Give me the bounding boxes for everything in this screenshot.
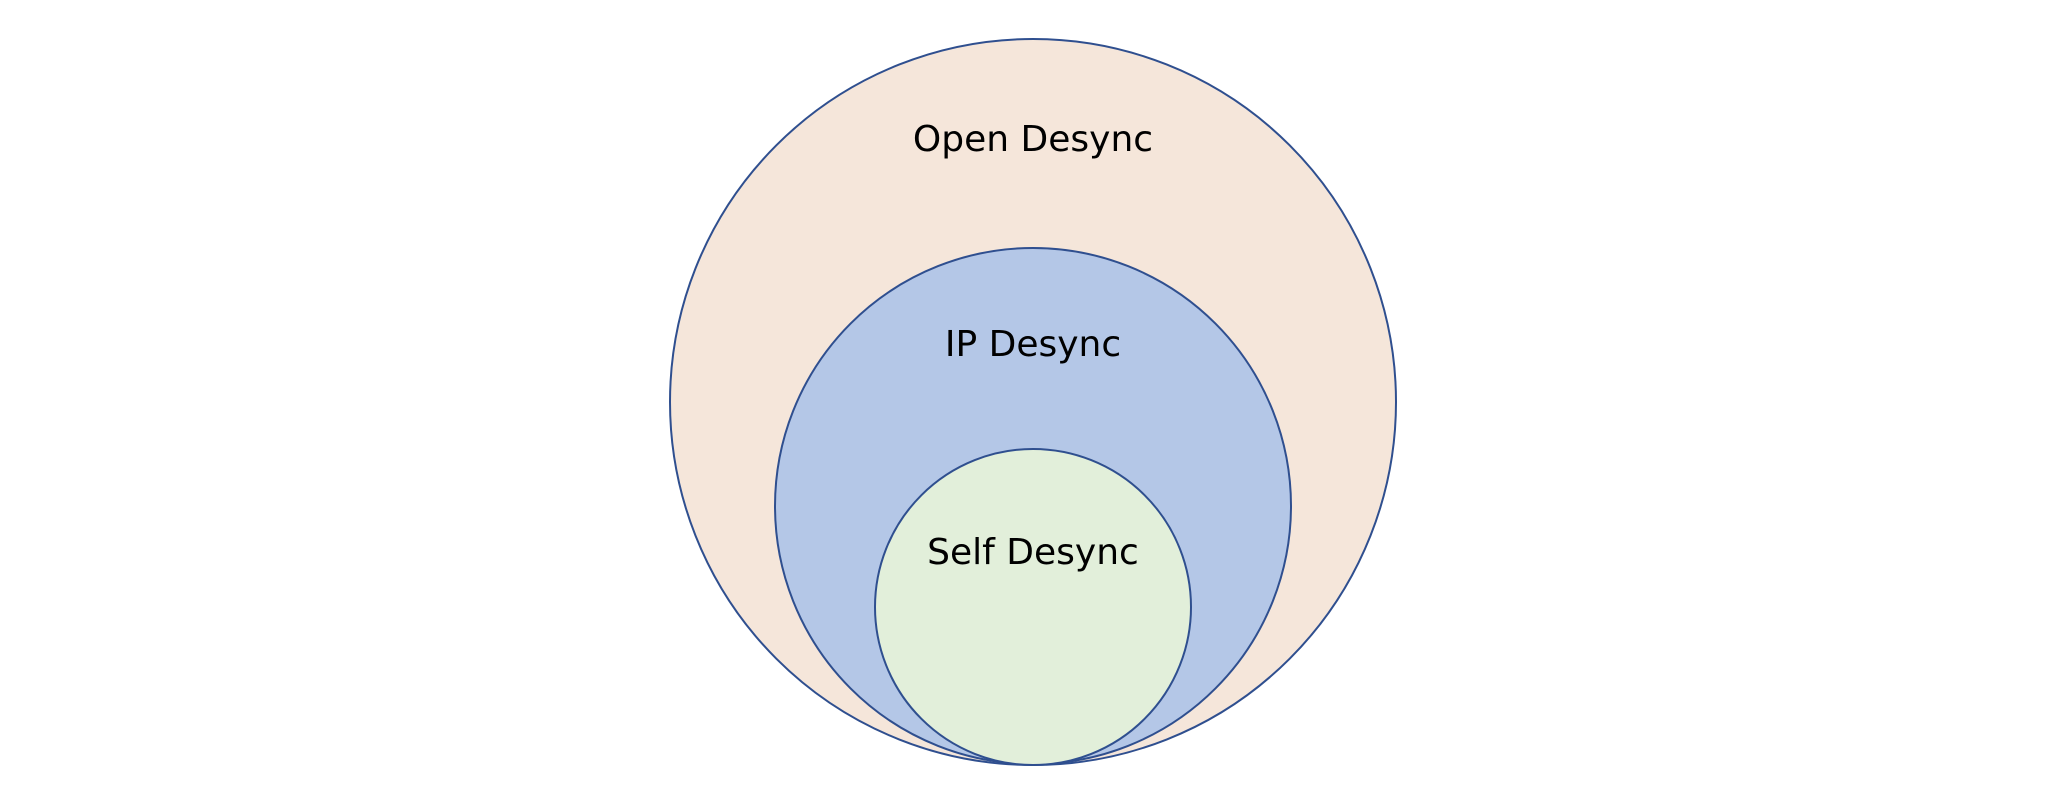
self-desync-circle bbox=[874, 448, 1192, 766]
ip-desync-label: IP Desync bbox=[945, 324, 1121, 365]
open-desync-label: Open Desync bbox=[913, 119, 1153, 160]
self-desync-label: Self Desync bbox=[927, 532, 1139, 573]
